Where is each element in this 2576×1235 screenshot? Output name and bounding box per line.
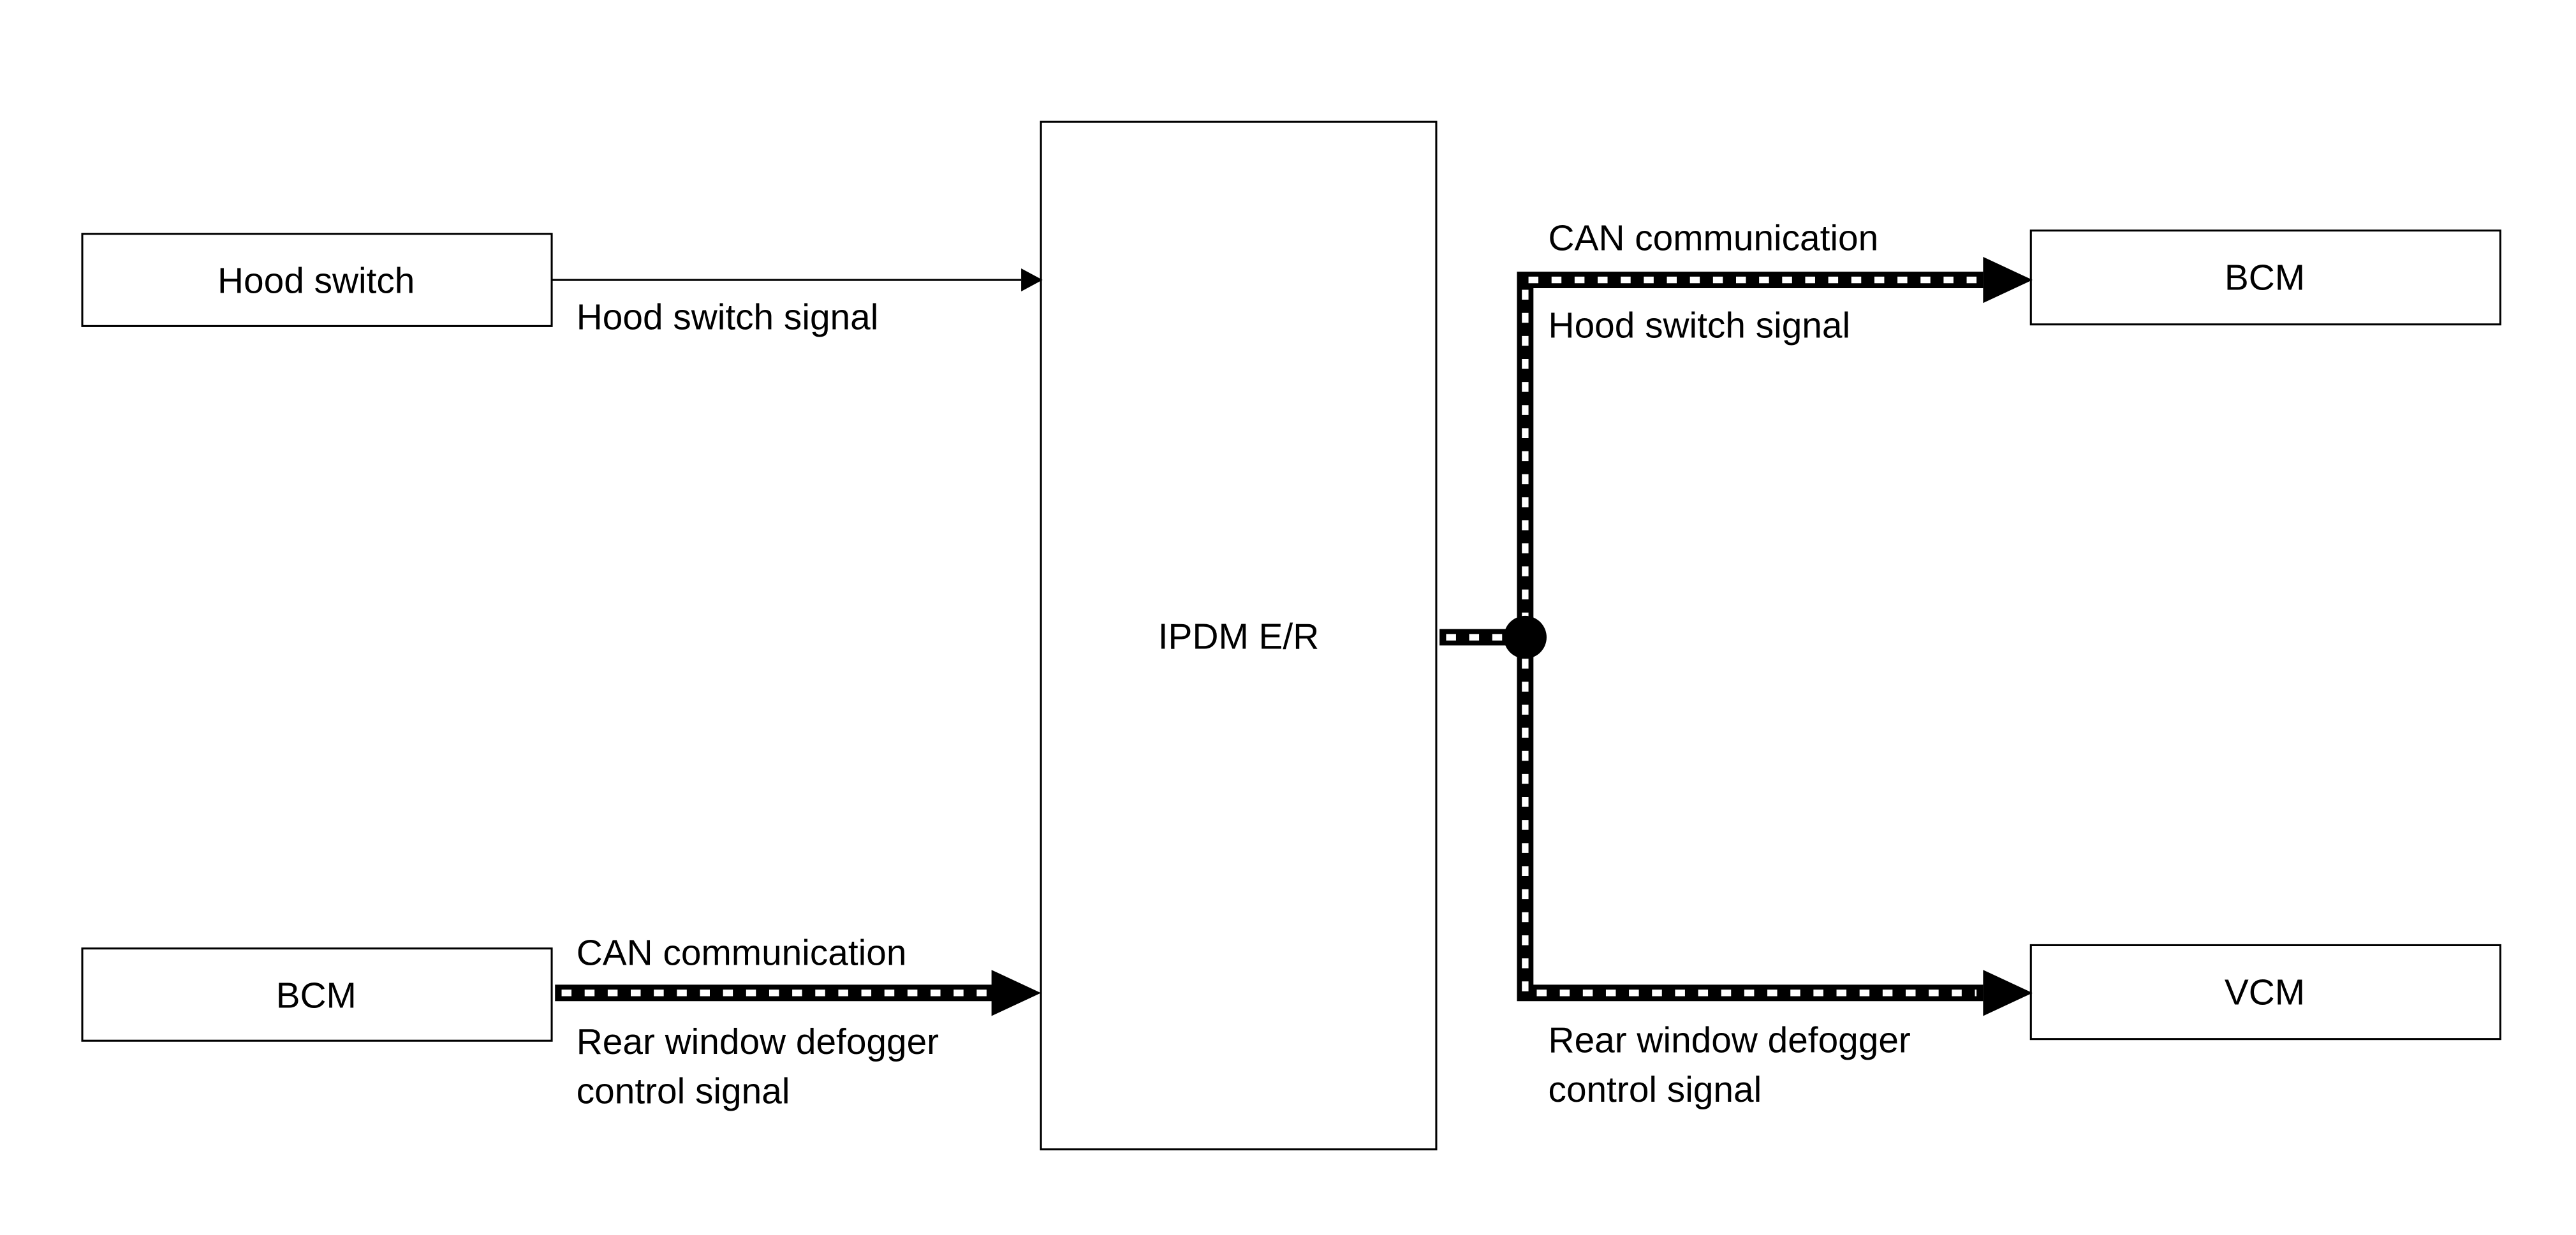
bcm-right-label: BCM [2225,258,2305,298]
bcm-right-block: BCM [2029,230,2501,326]
can-bus-left [555,970,1041,1016]
vcm-block: VCM [2029,944,2501,1041]
arrowhead-icon [1983,256,2033,303]
defogger-signal-label-left-line2: control signal [577,1071,790,1111]
defogger-signal-label-right-line2: control signal [1549,1070,1762,1110]
arrowhead-icon [1983,970,2033,1016]
defogger-signal-label-left-line1: Rear window defogger [577,1022,939,1062]
hood-switch-signal-label: Hood switch signal [577,298,879,338]
ipdm-block: IPDM E/R [1040,121,1438,1151]
vcm-label: VCM [2225,972,2305,1012]
hood-switch-block: Hood switch [81,233,553,327]
bcm-left-block: BCM [81,947,553,1042]
defogger-signal-label-right-line1: Rear window defogger [1549,1020,1911,1060]
junction-dot-icon [1503,615,1547,659]
can-communication-label-left: CAN communication [577,933,907,973]
can-bus-right [1439,256,2033,1016]
arrowhead-icon [1021,268,1043,292]
hood-switch-signal-line [552,268,1043,292]
hood-switch-label: Hood switch [217,261,415,302]
can-communication-label-right: CAN communication [1549,219,1879,259]
hood-switch-signal-label-right: Hood switch signal [1549,305,1851,346]
ipdm-label: IPDM E/R [1158,617,1319,657]
bcm-left-label: BCM [276,976,357,1016]
arrowhead-icon [991,970,1041,1016]
